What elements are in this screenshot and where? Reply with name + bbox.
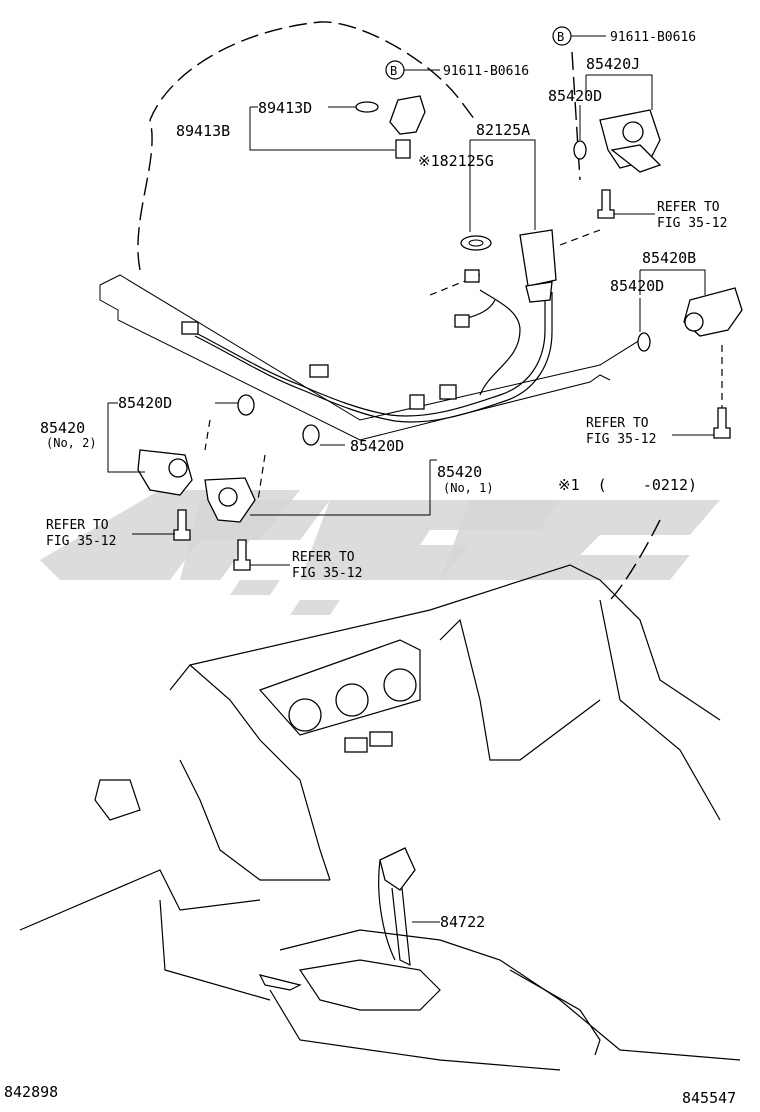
solenoid-85420-no2: [137, 449, 193, 496]
solenoid-85420B: [683, 287, 743, 337]
label-note-1: ※1 ( -0212): [558, 476, 697, 494]
transaxle-outline: [99, 21, 641, 441]
label-refer-3: REFER TO: [46, 518, 109, 533]
label-84722: 84722: [440, 913, 485, 931]
center-console: [19, 519, 741, 1071]
label-refer-2: REFER TO: [586, 416, 649, 431]
label-refer-1: REFER TO: [657, 200, 720, 215]
label-fig-1: FIG 35-12: [657, 216, 727, 231]
leader-lines: [107, 35, 714, 923]
wire-harness: [181, 229, 557, 423]
label-refer-4: REFER TO: [292, 550, 355, 565]
label-85420D-top: 85420D: [548, 87, 602, 105]
label-85420-no2-sub: (No, 2): [46, 436, 97, 450]
badge-b-1: B: [390, 64, 397, 78]
label-85420D-right: 85420D: [610, 277, 664, 295]
bolts: [173, 189, 731, 571]
gaskets: [237, 101, 651, 446]
badge-b-2: B: [557, 30, 564, 44]
speed-sensor-89413B: [389, 95, 426, 159]
label-182125G: ※182125G: [418, 152, 494, 170]
label-89413D: 89413D: [258, 99, 312, 117]
label-85420-no1: 85420: [437, 463, 482, 481]
solenoid-85420-no1: [204, 477, 256, 523]
label-fig-2: FIG 35-12: [586, 432, 656, 447]
label-ref-bottom-right: 845547: [682, 1089, 736, 1107]
watermark-logo: [40, 490, 720, 615]
label-82125A: 82125A: [476, 121, 530, 139]
solenoid-85420J: [599, 109, 662, 173]
label-fig-4: FIG 35-12: [292, 566, 362, 581]
label-85420D-mid: 85420D: [350, 437, 404, 455]
label-bolt-b: 91611-B0616: [610, 30, 696, 45]
label-bolt-a: 91611-B0616: [443, 64, 529, 79]
part-labels: 91611-B0616 91611-B0616 89413D 89413B 82…: [4, 30, 736, 1107]
label-85420B: 85420B: [642, 249, 696, 267]
label-89413B: 89413B: [176, 122, 230, 140]
label-fig-3: FIG 35-12: [46, 534, 116, 549]
label-ref-bottom-left: 842898: [4, 1083, 58, 1101]
label-85420J: 85420J: [586, 55, 640, 73]
label-85420-no2: 85420: [40, 419, 85, 437]
label-85420-no1-sub: (No, 1): [443, 481, 494, 495]
label-85420D-left: 85420D: [118, 394, 172, 412]
